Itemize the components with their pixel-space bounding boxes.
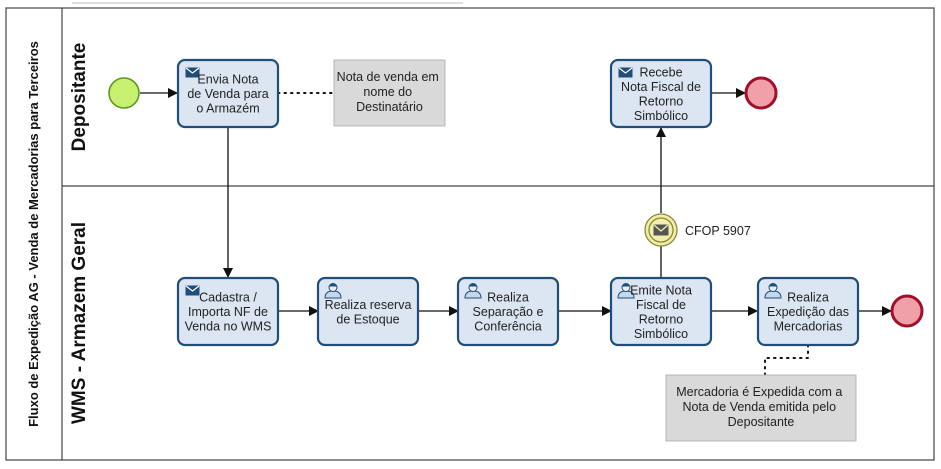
task-box bbox=[176, 276, 280, 347]
user-icon bbox=[764, 283, 782, 299]
envelope-icon bbox=[185, 285, 200, 296]
association-note-mercadoria bbox=[764, 344, 809, 375]
task-box bbox=[756, 276, 860, 347]
intermediate-event-inner bbox=[648, 217, 674, 243]
task-label-line: Realiza bbox=[487, 291, 529, 305]
annotation-text: Nota de venda em nome do Destinatário bbox=[337, 70, 443, 114]
task-label-line: Fiscal de bbox=[636, 298, 686, 312]
user-icon bbox=[617, 283, 635, 299]
task-label-line: Mercadorias bbox=[774, 320, 843, 334]
annotation-note-mercadoria: Mercadoria é Expedida com a Nota de Vend… bbox=[665, 374, 857, 442]
task-label-line: Nota Fiscal de bbox=[621, 80, 701, 94]
annotation-line: Nota de venda em bbox=[337, 70, 439, 84]
lane-title-wms: WMS - Armazem Geral bbox=[69, 222, 90, 424]
annotation-line: Mercadoria é Expedida com a bbox=[676, 385, 842, 399]
task-label-line: Retorno bbox=[639, 312, 684, 326]
task-label-line: Separação e bbox=[473, 305, 544, 319]
task-label-line: Envia Nota bbox=[197, 73, 258, 87]
task-label-line: o Armazém bbox=[196, 102, 259, 116]
annotation-line: Destinatário bbox=[356, 100, 423, 114]
task-label-line: Expedição das bbox=[767, 305, 849, 319]
envelope-icon bbox=[618, 67, 633, 78]
task-label-line: Venda no WMS bbox=[185, 320, 272, 334]
intermediate-event[interactable] bbox=[644, 213, 678, 247]
task-label-line: Realiza bbox=[787, 291, 829, 305]
start-event[interactable] bbox=[108, 77, 140, 109]
task-box bbox=[609, 276, 713, 347]
pool-title: Fluxo de Expedição AG - Venda de Mercado… bbox=[26, 41, 41, 427]
task-label-line: Cadastra / bbox=[199, 291, 257, 305]
sequence-flows bbox=[140, 88, 892, 316]
intermediate-event-label: CFOP 5907 bbox=[685, 224, 751, 238]
task-label-line: de Venda para bbox=[187, 87, 268, 101]
user-icon bbox=[324, 283, 342, 299]
task-label-line: Simbólico bbox=[634, 109, 688, 123]
task-box bbox=[316, 276, 420, 347]
task-label-line: Simbólico bbox=[634, 327, 688, 341]
annotation-box bbox=[333, 59, 446, 127]
task-label-line: Conferência bbox=[474, 320, 541, 334]
envelope-icon bbox=[653, 224, 669, 236]
annotation-box bbox=[665, 374, 857, 442]
envelope-icon bbox=[185, 67, 200, 78]
task-label-line: Realiza reserva bbox=[325, 298, 412, 312]
end-event-depositante[interactable] bbox=[744, 76, 778, 110]
task-label-line: Importa NF de bbox=[188, 305, 268, 319]
annotation-line: Nota de Venda emitida pelo bbox=[682, 400, 836, 414]
task-box bbox=[176, 58, 280, 129]
task-label-line: de Estoque bbox=[336, 312, 399, 326]
user-icon bbox=[464, 283, 482, 299]
annotation-line: Depositante bbox=[728, 415, 795, 429]
task-label-line: Recebe bbox=[639, 65, 682, 79]
annotation-line: nome do bbox=[363, 85, 412, 99]
task-label-line: Retorno bbox=[639, 94, 684, 108]
annotation-note-venda: Nota de venda em nome do Destinatário bbox=[333, 59, 446, 127]
lane-title-depositante: Depositante bbox=[69, 43, 90, 152]
task-box bbox=[609, 58, 713, 129]
end-event-wms[interactable] bbox=[890, 294, 924, 328]
task-label-line: Emite Nota bbox=[630, 283, 692, 297]
task-box bbox=[456, 276, 560, 347]
annotation-text: Mercadoria é Expedida com a Nota de Vend… bbox=[676, 385, 846, 429]
